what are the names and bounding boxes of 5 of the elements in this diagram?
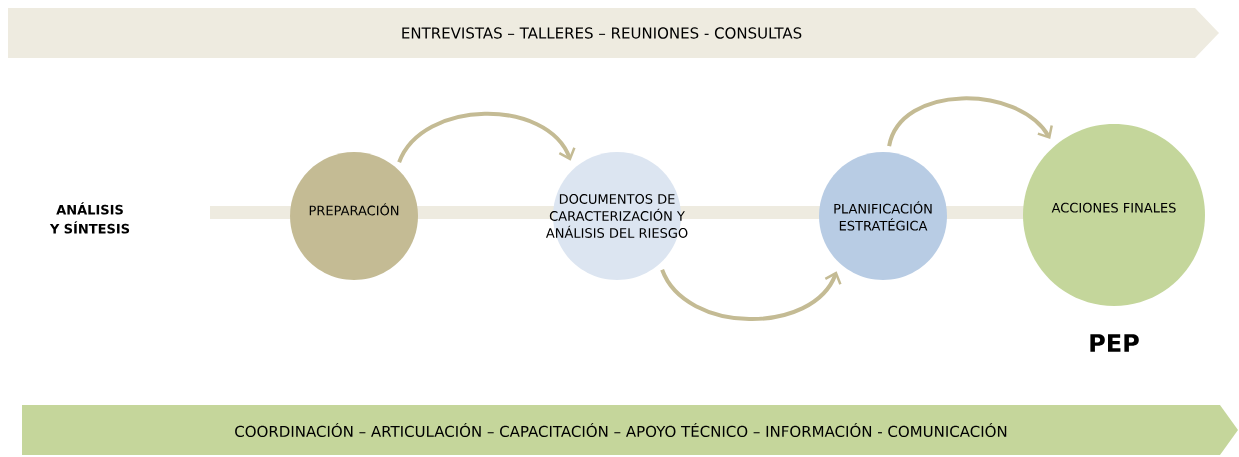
stage-caption: PEP [1090, 334, 1139, 352]
curved-arrow [660, 268, 842, 321]
curved-arrow [887, 96, 1053, 147]
curved-arrow [397, 111, 576, 164]
side-label: ANÁLISIS Y SÍNTESIS [49, 202, 130, 234]
